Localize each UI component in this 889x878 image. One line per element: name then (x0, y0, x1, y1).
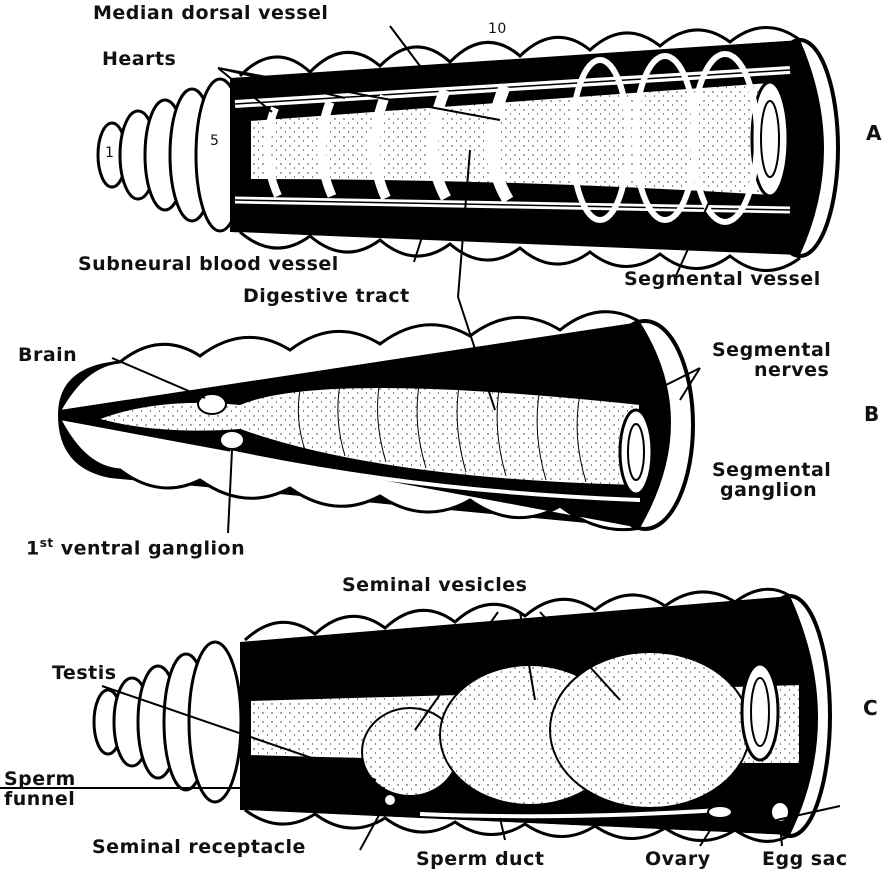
label-segmental-ganglion: Segmental ganglion (712, 461, 831, 501)
segment-number-5: 5 (210, 134, 219, 149)
label-egg-sac: Egg sac (762, 850, 848, 870)
label-first-ventral-ganglion-number: 1 (26, 537, 40, 559)
label-testis: Testis (52, 664, 117, 684)
panel-label-b: B (864, 404, 880, 425)
panel-b-worm (58, 312, 693, 530)
label-sperm-duct: Sperm duct (416, 850, 544, 870)
label-first-ventral-ganglion: 1st ventral ganglion (26, 537, 245, 559)
label-segmental-nerves-line2: nerves (712, 361, 831, 381)
label-sperm-funnel-line1: Sperm (4, 770, 76, 790)
label-segmental-ganglion-line1: Segmental (712, 461, 831, 481)
panel-a-worm (98, 27, 838, 270)
label-ovary: Ovary (645, 850, 711, 870)
label-segmental-nerves-line1: Segmental (712, 341, 831, 361)
label-hearts: Hearts (102, 50, 176, 70)
label-seminal-receptacle: Seminal receptacle (92, 838, 306, 858)
segment-number-1: 1 (105, 146, 114, 161)
label-segmental-nerves: Segmental nerves (712, 341, 831, 381)
label-seminal-vesicles: Seminal vesicles (342, 576, 527, 596)
label-segmental-ganglion-line2: ganglion (712, 481, 831, 501)
label-brain: Brain (18, 346, 77, 366)
label-segmental-vessel: Segmental vessel (624, 270, 821, 290)
label-first-ventral-ganglion-text: ventral ganglion (61, 537, 245, 559)
panel-c-worm (94, 589, 840, 841)
label-sperm-funnel-line2: funnel (4, 790, 76, 810)
segment-number-10: 10 (488, 22, 507, 37)
label-digestive-tract: Digestive tract (243, 287, 410, 307)
panel-label-a: A (866, 123, 882, 144)
label-sperm-funnel: Sperm funnel (4, 770, 76, 810)
panel-label-c: C (863, 698, 878, 719)
label-median-dorsal-vessel: Median dorsal vessel (93, 4, 328, 24)
label-subneural-blood-vessel: Subneural blood vessel (78, 255, 339, 275)
label-first-ventral-ganglion-suffix: st (40, 536, 54, 550)
